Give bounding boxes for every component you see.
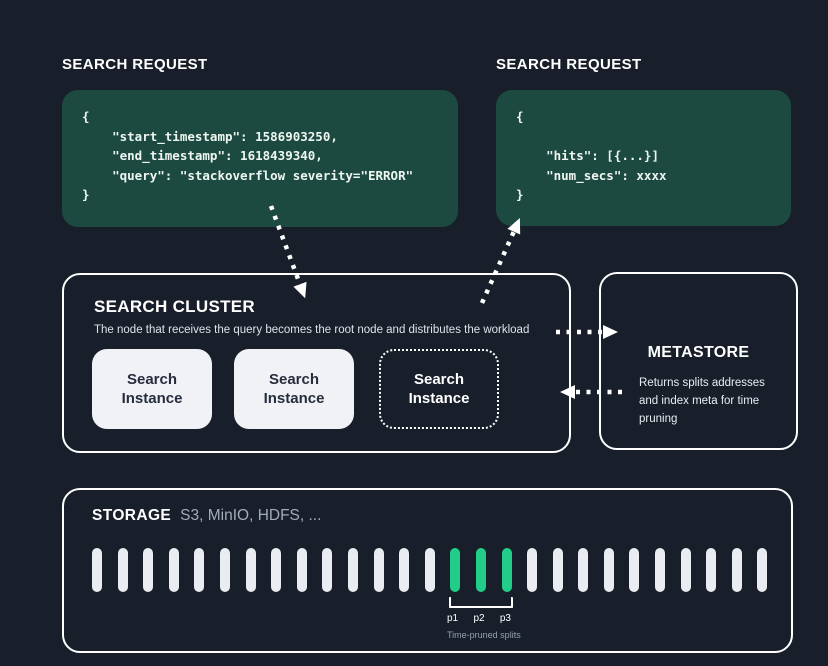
split-bar	[194, 548, 205, 592]
storage-bars	[92, 548, 768, 592]
search-request-label-right: SEARCH REQUEST	[496, 56, 642, 73]
pruned-caption: Time-pruned splits	[447, 630, 521, 640]
split-bar	[322, 548, 333, 592]
split-bar	[347, 548, 358, 592]
pruned-split-label-p2: p2	[473, 613, 485, 624]
split-bar	[527, 548, 538, 592]
split-bar	[578, 548, 589, 592]
request-code-text: { "start_timestamp": 1586903250, "end_ti…	[82, 109, 414, 202]
metastore-description: Returns splits addresses and index meta …	[639, 377, 765, 425]
split-bar	[271, 548, 282, 592]
split-bar	[219, 548, 230, 592]
split-bar	[629, 548, 640, 592]
split-bar	[680, 548, 691, 592]
split-bar	[296, 548, 307, 592]
pruned-split-label-p1: p1	[447, 613, 459, 624]
storage-title: STORAGE	[92, 507, 172, 524]
response-code-text: { "hits": [{...}] "num_secs": xxxx }	[516, 109, 667, 202]
split-bar	[603, 548, 614, 592]
storage-box: STORAGE S3, MinIO, HDFS, ... p1 p2 p3 Ti…	[62, 488, 793, 653]
split-bar	[399, 548, 410, 592]
split-bar	[757, 548, 768, 592]
pruned-split-labels: p1 p2 p3	[447, 613, 511, 624]
split-bar	[655, 548, 666, 592]
search-instance-box-2: Search Instance	[234, 349, 354, 429]
split-bar	[706, 548, 717, 592]
split-bar	[373, 548, 384, 592]
split-bar	[143, 548, 154, 592]
search-request-label-left: SEARCH REQUEST	[62, 56, 208, 73]
pruned-split-label-p3: p3	[499, 613, 511, 624]
response-code-block: { "hits": [{...}] "num_secs": xxxx }	[496, 90, 791, 226]
storage-subtitle: S3, MinIO, HDFS, ...	[180, 507, 322, 524]
metastore-box: METASTORE Returns splits addresses and i…	[599, 272, 798, 450]
split-bar	[168, 548, 179, 592]
split-bar	[552, 548, 563, 592]
split-bar	[92, 548, 102, 592]
metastore-title: METASTORE	[647, 344, 750, 361]
split-bar	[245, 548, 256, 592]
search-cluster-title: SEARCH CLUSTER	[94, 297, 255, 316]
split-bar	[731, 548, 742, 592]
split-bar-green	[450, 548, 461, 592]
search-cluster-box: SEARCH CLUSTER The node that receives th…	[62, 273, 571, 453]
search-instance-box-1: Search Instance	[92, 349, 212, 429]
search-cluster-subtitle: The node that receives the query becomes…	[94, 324, 530, 336]
pruned-bracket	[449, 597, 513, 608]
search-instance-box-3: Search Instance	[379, 349, 499, 429]
split-bar-green	[475, 548, 486, 592]
split-bar	[424, 548, 435, 592]
split-bar-green	[501, 548, 512, 592]
request-code-block: { "start_timestamp": 1586903250, "end_ti…	[62, 90, 458, 227]
split-bar	[117, 548, 128, 592]
